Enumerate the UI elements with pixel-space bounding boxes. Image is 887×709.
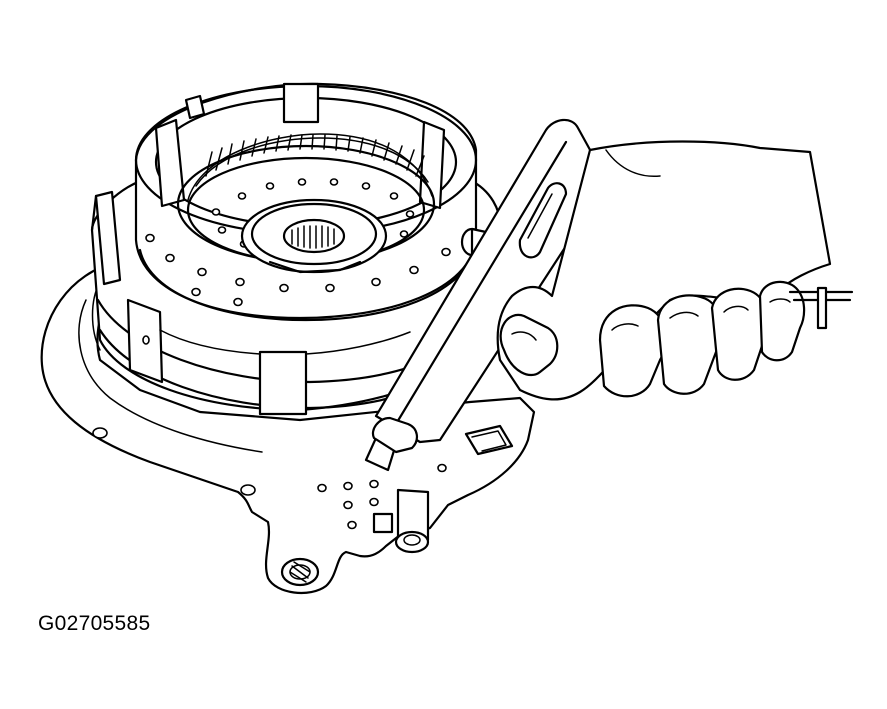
- case-housing: [40, 260, 536, 594]
- gear-teeth: [205, 134, 425, 177]
- air-hose: [788, 286, 854, 330]
- figure-id-label: G02705585: [38, 612, 151, 635]
- internal-gear-and-hub: [176, 133, 436, 274]
- band-segments: [126, 298, 411, 416]
- hand: [496, 140, 832, 401]
- drum-holes: [145, 233, 451, 307]
